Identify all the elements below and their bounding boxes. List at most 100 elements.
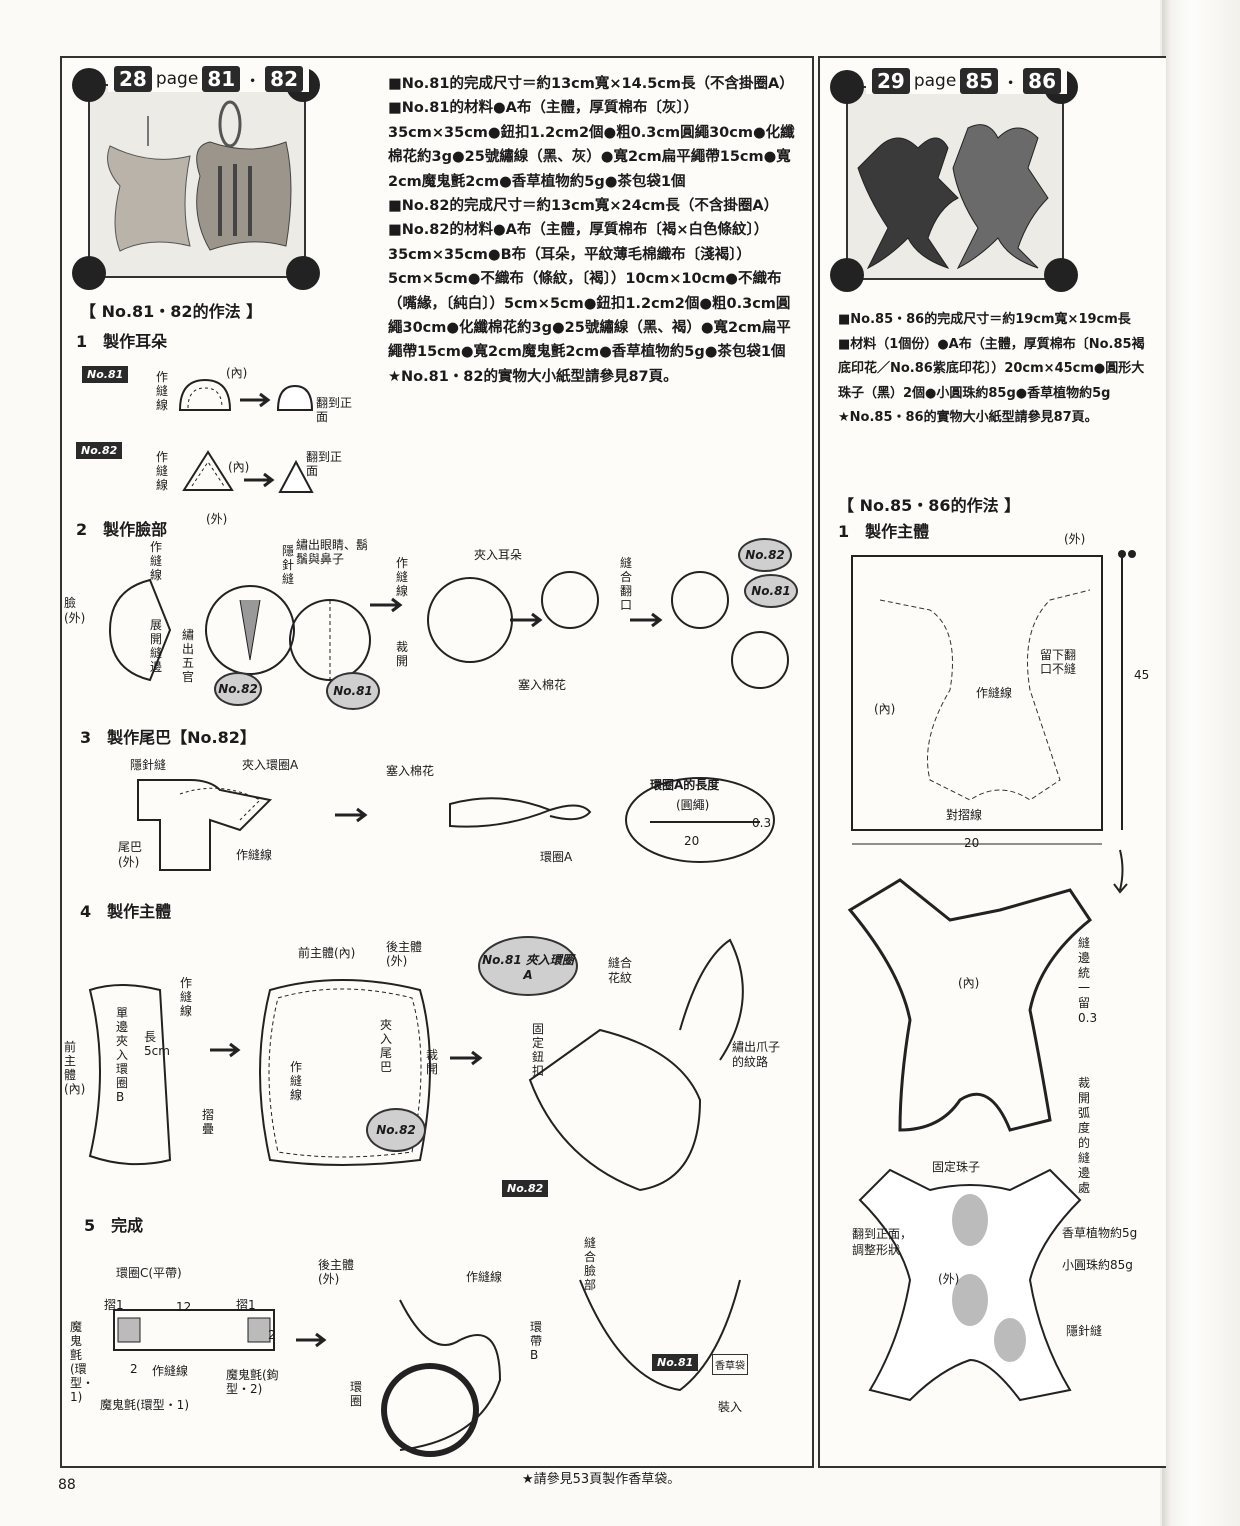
- note-12: 12: [176, 1300, 192, 1314]
- note-band-b: 環帶B: [530, 1320, 543, 1362]
- note-45: 45: [1134, 668, 1150, 682]
- bubble-no82: No.82: [366, 1108, 426, 1152]
- note-sewing-line: 作縫線: [466, 1270, 503, 1284]
- spec-line: ■No.82的材料●A布（主體，厚質棉布〔褐×白色條紋〕）35cm×35cm●B…: [388, 222, 791, 361]
- bubble-no81: No.81: [326, 672, 380, 710]
- note-single-loop-b: 單邊夾入環圈B: [116, 1006, 129, 1104]
- left-project-panel: [60, 56, 814, 1468]
- step-3-title: 3 製作尾巴【No.82】: [80, 728, 256, 747]
- corner-dot: [72, 68, 106, 102]
- bubble-no81: No.81: [744, 574, 798, 608]
- note-cut-curve: 裁開弧度的縫邊處: [1078, 1076, 1091, 1195]
- note-sachet: 香草袋: [712, 1354, 748, 1375]
- note-outside: (外): [938, 1272, 960, 1286]
- note-sewing-line: 作縫線: [180, 976, 193, 1018]
- note-fold: 摺疊: [202, 1108, 215, 1136]
- page-ref-2: 86: [1023, 68, 1061, 94]
- note-blind-stitch: 隱針縫: [282, 544, 295, 586]
- corner-dot: [72, 256, 106, 290]
- note-fold-line: 對摺線: [946, 808, 983, 822]
- note-tail: 尾巴(外): [118, 840, 143, 869]
- page-word: page: [913, 71, 957, 91]
- tag-no82: No.82: [502, 1180, 549, 1197]
- step-4-title: 4 製作主體: [80, 902, 172, 921]
- step-2-title: 2 製作臉部: [76, 520, 168, 539]
- corner-dot: [286, 256, 320, 290]
- corner-dot: [830, 70, 864, 104]
- face-diagrams: [108, 571, 789, 689]
- note-fix-beads: 固定珠子: [932, 1160, 981, 1174]
- frog-figures-photo: [848, 88, 1062, 278]
- tail-diagrams: [137, 777, 775, 871]
- ear-diagrams: [178, 378, 314, 493]
- note-eyes-nose: 繡出眼睛、鬍鬚與鼻子: [296, 538, 369, 566]
- page-fold-shadow: [1162, 0, 1172, 1526]
- page-ref-1: 81: [202, 66, 241, 92]
- note-outside: (外): [206, 512, 228, 526]
- note-face-out: 臉(外): [64, 596, 86, 625]
- spec-line: ■材料（1個份）●A布（主體，厚質棉布〔No.85褐底印花／No.86紫底印花〕…: [838, 336, 1145, 401]
- note-loop-a: 環圈A: [540, 850, 573, 864]
- note-ring: 環圈: [350, 1380, 363, 1408]
- note-claws: 繡出爪子的紋路: [732, 1040, 781, 1069]
- bubble-no81-loop: No.81 夾入環圈A: [478, 936, 578, 996]
- tag-no81: No.81: [82, 366, 129, 383]
- spec-line: ■No.85・86的完成尺寸＝約19cm寬×19cm長: [838, 312, 1131, 327]
- note-sewing-line: 作縫線: [396, 556, 409, 598]
- project-number: 29: [872, 68, 910, 94]
- note-front-body: 前主體(內): [298, 946, 356, 960]
- note-fix-button: 固定鈕扣: [532, 1022, 545, 1078]
- step-5-title: 5 完成: [84, 1216, 144, 1235]
- note-leave-open: 留下翻口不縫: [1040, 648, 1077, 676]
- step-1-title: 1 製作耳朵: [76, 332, 168, 351]
- note-0-3: 0.3: [752, 816, 772, 830]
- note-back-body: 後主體(外): [386, 940, 423, 968]
- project-28-header: 28 page 81 ・ 82: [108, 66, 309, 92]
- note-inside: (內): [958, 976, 980, 990]
- note-sew-face: 縫合臉部: [584, 1236, 597, 1292]
- note-beads: 小圓珠約85g: [1062, 1258, 1133, 1272]
- note-sewing-line: 作縫線: [290, 1060, 303, 1102]
- note-embroider-features: 繡出五官: [182, 628, 195, 684]
- spec-line: ■No.81的完成尺寸＝約13cm寬×14.5cm長（不含掛圈A）: [388, 76, 794, 92]
- note-20: 20: [684, 834, 700, 848]
- note-back-body: 後主體(外): [318, 1258, 355, 1286]
- note-seam-allowance: 縫邊統一留0.3: [1078, 936, 1098, 1025]
- spec-line: ■No.82的完成尺寸＝約13cm寬×24cm長（不含掛圈A）: [388, 198, 779, 215]
- photo-81-82: [88, 84, 306, 278]
- note-inside: (內): [874, 702, 896, 716]
- tag-no81: No.81: [652, 1354, 699, 1371]
- note-inside: (內): [228, 460, 250, 474]
- note-sewing-line: 作縫線: [156, 370, 169, 412]
- body-diagrams: [88, 938, 744, 1192]
- footer-note: ★請參見53頁製作香草袋。: [522, 1472, 681, 1487]
- note-outside: (外): [1064, 532, 1086, 546]
- page-word: page: [155, 69, 199, 89]
- note-length5: 長5cm: [144, 1030, 170, 1058]
- method-title: 【 No.81・82的作法 】: [80, 302, 263, 321]
- note-2: 2: [268, 1328, 276, 1342]
- note-blind-stitch: 隱針縫: [1066, 1324, 1103, 1338]
- note-cut-open: 裁開: [426, 1048, 439, 1076]
- note-cut-open: 裁開: [396, 640, 409, 668]
- note-loop-length: 環圈A的長度: [650, 778, 720, 792]
- note-sewing-line: 作縫線: [236, 848, 273, 862]
- note-front-body: 前主體(內): [64, 1040, 86, 1096]
- bubble-no82: No.82: [214, 672, 262, 706]
- page-number: 88: [58, 1477, 76, 1493]
- finish-diagrams: [113, 1279, 741, 1457]
- note-turn-over: 翻到正面: [306, 450, 343, 478]
- note-open-seam: 展開縫邊: [150, 618, 163, 674]
- corner-dot: [830, 258, 864, 292]
- step-1-title-85-86: 1 製作主體: [838, 522, 930, 541]
- note-sew-pattern: 縫合花紋: [608, 956, 633, 985]
- photo-85-86: [846, 86, 1064, 280]
- spec-line: ★No.81・82的實物大小紙型請參見87頁。: [388, 368, 678, 385]
- note-stuff: 塞入棉花: [518, 678, 567, 692]
- note-velcro-loop: 魔鬼氈(環型・1): [100, 1398, 189, 1412]
- note-insert-ears: 夾入耳朵: [474, 548, 523, 562]
- note-2: 2: [130, 1362, 138, 1376]
- page-spine: [1160, 0, 1240, 1526]
- tag-no82: No.82: [76, 442, 123, 459]
- note-loop-c: 環圈C(平帶): [116, 1266, 182, 1280]
